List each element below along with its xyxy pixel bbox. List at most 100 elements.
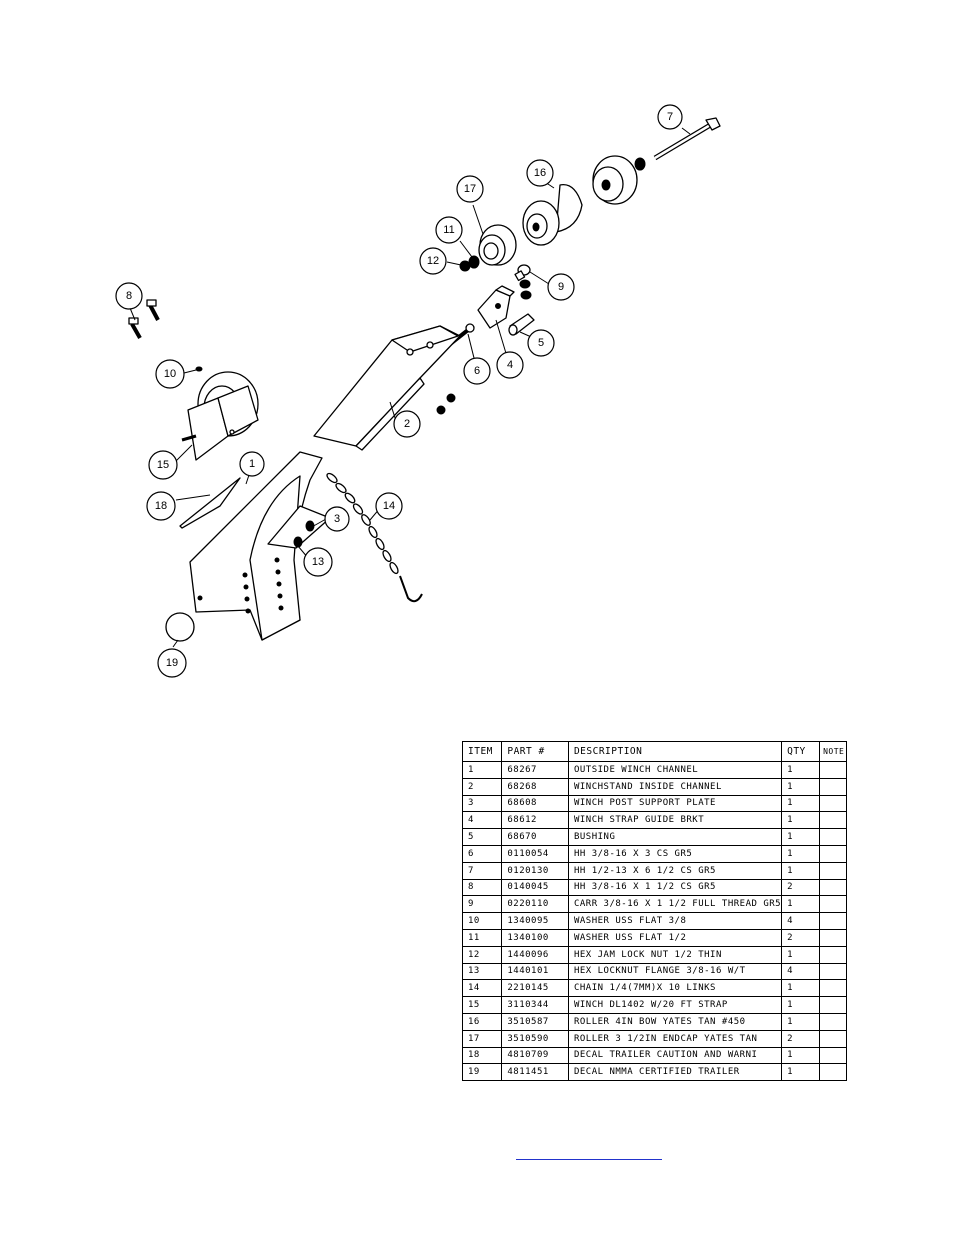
part-decal-18 bbox=[179, 477, 241, 529]
part-roller-endcap bbox=[592, 155, 638, 205]
bom-cell-part: 4810709 bbox=[501, 1046, 569, 1065]
bom-cell-part: 1340095 bbox=[501, 912, 569, 930]
bom-cell-note bbox=[819, 794, 847, 813]
bom-cell-qty: 4 bbox=[781, 962, 821, 981]
callout-9: 9 bbox=[547, 273, 575, 301]
bom-cell-item: 16 bbox=[461, 1012, 503, 1031]
bom-cell-note bbox=[819, 945, 847, 964]
bom-header-note: NOTE bbox=[819, 741, 847, 762]
part-carriage-bolt-9 bbox=[514, 264, 531, 282]
part-nut bbox=[446, 393, 456, 403]
svg-text:7: 7 bbox=[667, 111, 673, 123]
callout-19: 19 bbox=[157, 648, 187, 678]
bom-cell-note bbox=[819, 996, 847, 1014]
svg-text:15: 15 bbox=[157, 459, 169, 471]
bom-cell-part: 1440101 bbox=[501, 962, 569, 981]
bom-cell-note bbox=[819, 828, 847, 846]
callout-16: 16 bbox=[526, 159, 554, 187]
bom-cell-description: ROLLER 4IN BOW YATES TAN #450 bbox=[567, 1012, 783, 1031]
bom-cell-qty: 2 bbox=[781, 1029, 821, 1048]
svg-text:13: 13 bbox=[312, 556, 324, 568]
bom-cell-item: 2 bbox=[461, 777, 503, 796]
part-outside-channel-1 bbox=[189, 451, 323, 641]
bom-cell-qty: 2 bbox=[781, 928, 821, 947]
part-bolt-7 bbox=[653, 117, 721, 161]
exploded-assembly-drawing: 7 16 17 11 12 9 5 4 6 2 8 10 15 1 18 3 1… bbox=[115, 104, 721, 678]
bom-cell-part: 1440096 bbox=[501, 945, 569, 964]
bom-cell-description: WASHER USS FLAT 1/2 bbox=[567, 928, 783, 947]
bom-header-row: ITEM PART # DESCRIPTION QTY NOTE bbox=[461, 741, 847, 762]
bom-cell-note bbox=[819, 811, 847, 830]
bom-cell-description: OUTSIDE WINCH CHANNEL bbox=[567, 761, 783, 779]
bom-cell-note bbox=[819, 878, 847, 897]
svg-text:19: 19 bbox=[166, 657, 178, 669]
bom-cell-note bbox=[819, 1029, 847, 1048]
bom-cell-description: HH 3/8-16 X 1 1/2 CS GR5 bbox=[567, 878, 783, 897]
bom-cell-description: HEX JAM LOCK NUT 1/2 THIN bbox=[567, 945, 783, 964]
bom-cell-description: WASHER USS FLAT 3/8 bbox=[567, 912, 783, 930]
part-washer-11 bbox=[468, 255, 480, 269]
part-locknut-13 bbox=[293, 536, 303, 548]
bom-cell-part: 68268 bbox=[501, 777, 569, 796]
bom-cell-part: 2210145 bbox=[501, 979, 569, 998]
bom-cell-item: 17 bbox=[461, 1029, 503, 1048]
bom-cell-qty: 1 bbox=[781, 1046, 821, 1065]
part-bushing-5 bbox=[508, 313, 535, 336]
bom-cell-qty: 1 bbox=[781, 1012, 821, 1031]
svg-text:14: 14 bbox=[383, 500, 395, 512]
bom-cell-description: WINCH DL1402 W/20 FT STRAP bbox=[567, 996, 783, 1014]
bom-cell-description: CARR 3/8-16 X 1 1/2 FULL THREAD GR5 bbox=[567, 895, 783, 914]
bom-cell-item: 13 bbox=[461, 962, 503, 981]
bom-cell-description: DECAL TRAILER CAUTION AND WARNI bbox=[567, 1046, 783, 1065]
bom-cell-item: 10 bbox=[461, 912, 503, 930]
callout-5: 5 bbox=[527, 329, 555, 357]
callout-3: 3 bbox=[324, 506, 350, 532]
callout-18: 18 bbox=[146, 491, 176, 521]
callout-13: 13 bbox=[303, 547, 333, 577]
bom-cell-qty: 1 bbox=[781, 794, 821, 813]
bom-cell-part: 68608 bbox=[501, 794, 569, 813]
bom-cell-qty: 1 bbox=[781, 979, 821, 998]
bom-cell-item: 14 bbox=[461, 979, 503, 998]
footer-link[interactable] bbox=[516, 1149, 662, 1160]
callout-8: 8 bbox=[115, 282, 143, 310]
bom-cell-qty: 2 bbox=[781, 878, 821, 897]
svg-text:10: 10 bbox=[164, 368, 176, 380]
bom-header-description: DESCRIPTION bbox=[567, 741, 783, 762]
svg-text:17: 17 bbox=[464, 183, 476, 195]
bom-header-part: PART # bbox=[501, 741, 569, 762]
svg-text:1: 1 bbox=[249, 458, 255, 470]
part-nut bbox=[520, 290, 532, 300]
bom-cell-item: 1 bbox=[461, 761, 503, 779]
svg-text:2: 2 bbox=[404, 418, 410, 430]
bom-cell-description: DECAL NMMA CERTIFIED TRAILER bbox=[567, 1063, 783, 1082]
part-nut bbox=[519, 279, 531, 289]
bom-cell-item: 4 bbox=[461, 811, 503, 830]
bom-cell-description: BUSHING bbox=[567, 828, 783, 846]
bom-cell-note bbox=[819, 1012, 847, 1031]
bom-cell-note bbox=[819, 962, 847, 981]
part-strap-guide-bracket-4 bbox=[477, 285, 515, 329]
svg-text:6: 6 bbox=[474, 365, 480, 377]
callout-7: 7 bbox=[657, 104, 683, 130]
part-decal-19 bbox=[165, 612, 195, 642]
callout-17: 17 bbox=[456, 175, 484, 203]
bom-cell-part: 68612 bbox=[501, 811, 569, 830]
bom-cell-description: CHAIN 1/4(7MM)X 10 LINKS bbox=[567, 979, 783, 998]
bom-cell-qty: 1 bbox=[781, 895, 821, 914]
bom-cell-note bbox=[819, 844, 847, 863]
callout-2: 2 bbox=[393, 410, 421, 438]
callout-15: 15 bbox=[148, 450, 178, 480]
bom-cell-item: 9 bbox=[461, 895, 503, 914]
bom-cell-part: 1340100 bbox=[501, 928, 569, 947]
